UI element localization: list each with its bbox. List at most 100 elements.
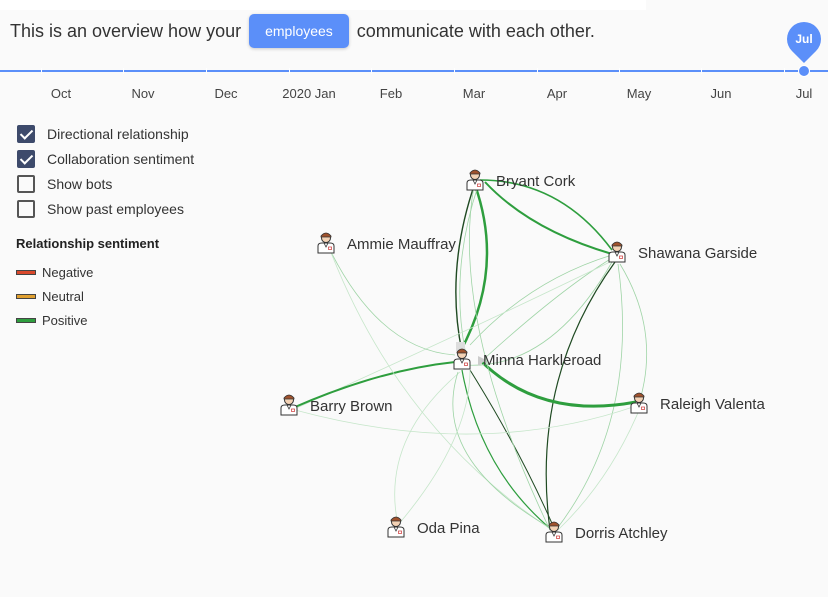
checkbox-show-past-employees[interactable] bbox=[17, 199, 35, 218]
option-label: Directional relationship bbox=[47, 125, 189, 142]
node-bryant-cork[interactable]: Bryant Cork bbox=[466, 169, 576, 191]
node-minna-harkleroad[interactable]: Minna Harkleroad bbox=[453, 348, 601, 370]
edge bbox=[469, 254, 613, 346]
edge bbox=[452, 371, 555, 531]
edge bbox=[294, 361, 456, 408]
graph-edges bbox=[291, 179, 648, 531]
edge bbox=[464, 261, 613, 366]
month-label[interactable]: Feb bbox=[379, 86, 403, 101]
timeline-tick bbox=[289, 68, 290, 74]
employee-icon bbox=[280, 394, 298, 416]
edge bbox=[459, 185, 479, 351]
timeline-tick bbox=[206, 68, 207, 74]
edge bbox=[294, 405, 637, 435]
employee-icon bbox=[608, 241, 626, 263]
month-label[interactable]: Oct bbox=[50, 86, 72, 101]
node-shawana-garside[interactable]: Shawana Garside bbox=[608, 241, 757, 263]
arrow-marker bbox=[478, 356, 486, 366]
checkbox-collaboration-sentiment[interactable] bbox=[17, 149, 35, 168]
employee-icon bbox=[317, 232, 335, 254]
header-prefix: This is an overview how your bbox=[10, 20, 242, 41]
node-label: Raleigh Valenta bbox=[660, 396, 765, 413]
node-label: Ammie Mauffray bbox=[347, 236, 456, 253]
timeline-tick bbox=[619, 68, 620, 74]
node-ammie-mauffray[interactable]: Ammie Mauffray bbox=[317, 232, 456, 254]
node-label: Barry Brown bbox=[310, 398, 393, 415]
edge bbox=[291, 261, 611, 411]
legend-label: Positive bbox=[42, 312, 88, 328]
edge bbox=[484, 181, 613, 255]
timeline-tick bbox=[701, 68, 702, 74]
edge bbox=[557, 407, 641, 531]
month-label[interactable]: Apr bbox=[546, 86, 568, 101]
edge bbox=[329, 249, 456, 356]
timeline-tick bbox=[371, 68, 372, 74]
checkbox-directional-relationship[interactable] bbox=[17, 124, 35, 143]
node-label: Bryant Cork bbox=[496, 173, 576, 190]
timeline-tick bbox=[537, 68, 538, 74]
edge bbox=[397, 369, 471, 526]
timeline-tick bbox=[41, 68, 42, 74]
edge bbox=[458, 184, 489, 353]
checkbox-show-bots[interactable] bbox=[17, 174, 35, 193]
timeline-tick bbox=[784, 68, 785, 74]
edge bbox=[479, 179, 613, 251]
edge bbox=[619, 263, 648, 401]
header-suffix: communicate with each other. bbox=[356, 20, 595, 41]
sentiment-legend: Negative Neutral Positive bbox=[16, 260, 93, 332]
edge bbox=[478, 358, 637, 408]
graph-nodes: Bryant Cork Ammie Mauffray Shawana Garsi… bbox=[280, 169, 765, 543]
node-label: Dorris Atchley bbox=[575, 525, 668, 542]
legend-swatch-negative bbox=[16, 269, 36, 275]
edge bbox=[461, 369, 553, 531]
edge bbox=[545, 261, 616, 531]
timeline-tick bbox=[454, 68, 455, 74]
option-directional-relationship[interactable]: Directional relationship bbox=[17, 121, 194, 146]
month-label[interactable]: Dec bbox=[214, 86, 238, 101]
top-strip bbox=[0, 0, 646, 10]
timeline-track[interactable] bbox=[0, 70, 828, 72]
month-label[interactable]: Nov bbox=[131, 86, 155, 101]
edge bbox=[555, 263, 623, 531]
legend-label: Neutral bbox=[42, 288, 84, 304]
legend-item-positive: Positive bbox=[16, 308, 93, 332]
arrow-marker bbox=[456, 342, 465, 351]
month-label[interactable]: Jun bbox=[710, 86, 732, 101]
legend-item-neutral: Neutral bbox=[16, 284, 93, 308]
month-label[interactable]: 2020 Jan bbox=[282, 86, 336, 101]
node-raleigh-valenta[interactable]: Raleigh Valenta bbox=[630, 392, 765, 414]
edge bbox=[469, 369, 555, 529]
edge bbox=[329, 249, 553, 531]
node-barry-brown[interactable]: Barry Brown bbox=[280, 394, 393, 416]
option-show-past-employees[interactable]: Show past employees bbox=[17, 196, 194, 221]
edge bbox=[468, 185, 551, 531]
timeline-tick bbox=[123, 68, 124, 74]
employee-icon bbox=[630, 392, 648, 414]
employee-icon bbox=[466, 169, 484, 191]
legend-swatch-neutral bbox=[16, 293, 36, 299]
legend-label: Negative bbox=[42, 264, 94, 280]
legend-title: Relationship sentiment bbox=[16, 236, 160, 251]
legend-item-negative: Negative bbox=[16, 260, 93, 284]
month-label[interactable]: Mar bbox=[462, 86, 486, 101]
option-show-bots[interactable]: Show bots bbox=[17, 171, 194, 196]
option-label: Show past employees bbox=[47, 200, 184, 217]
employee-icon bbox=[387, 516, 405, 538]
option-collaboration-sentiment[interactable]: Collaboration sentiment bbox=[17, 146, 194, 171]
edge bbox=[455, 182, 476, 353]
legend-swatch-positive bbox=[16, 317, 36, 323]
page-header: This is an overview how your employees c… bbox=[10, 13, 595, 49]
node-oda-pina[interactable]: Oda Pina bbox=[387, 516, 480, 538]
node-label: Oda Pina bbox=[417, 520, 480, 537]
timeline-handle[interactable] bbox=[798, 65, 810, 77]
node-label: Minna Harkleroad bbox=[483, 352, 601, 369]
option-label: Show bots bbox=[47, 175, 113, 192]
month-label[interactable]: Jul bbox=[795, 86, 813, 101]
edge bbox=[394, 371, 461, 526]
month-label[interactable]: May bbox=[626, 86, 652, 101]
group-select-button[interactable]: employees bbox=[249, 14, 349, 48]
node-label: Shawana Garside bbox=[638, 245, 757, 262]
node-dorris-atchley[interactable]: Dorris Atchley bbox=[545, 521, 668, 543]
options-panel: Directional relationship Collaboration s… bbox=[17, 121, 194, 221]
